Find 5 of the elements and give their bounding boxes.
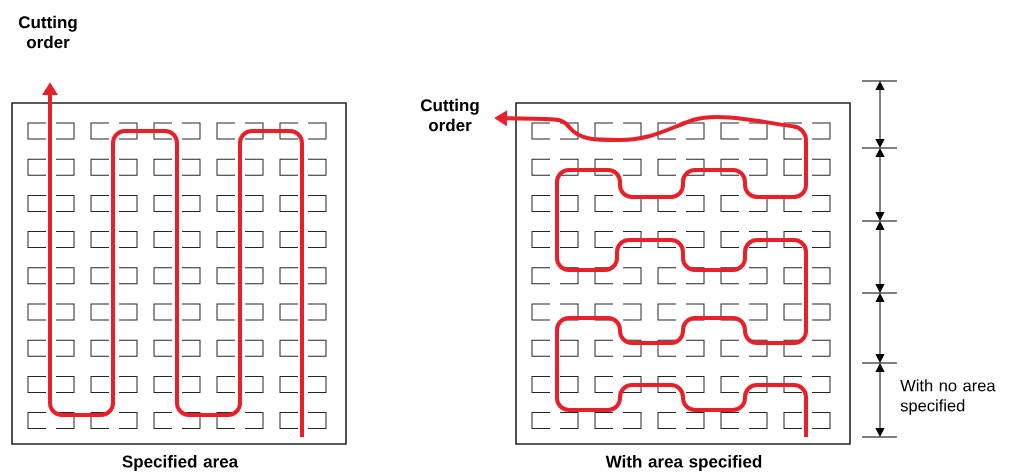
caption: With area specified — [605, 455, 762, 471]
caption: Specified area — [122, 455, 239, 471]
note-text: With no area specified — [900, 379, 996, 415]
arrow-label: Cutting order — [18, 15, 77, 49]
arrow-label: Cutting order — [420, 98, 479, 132]
